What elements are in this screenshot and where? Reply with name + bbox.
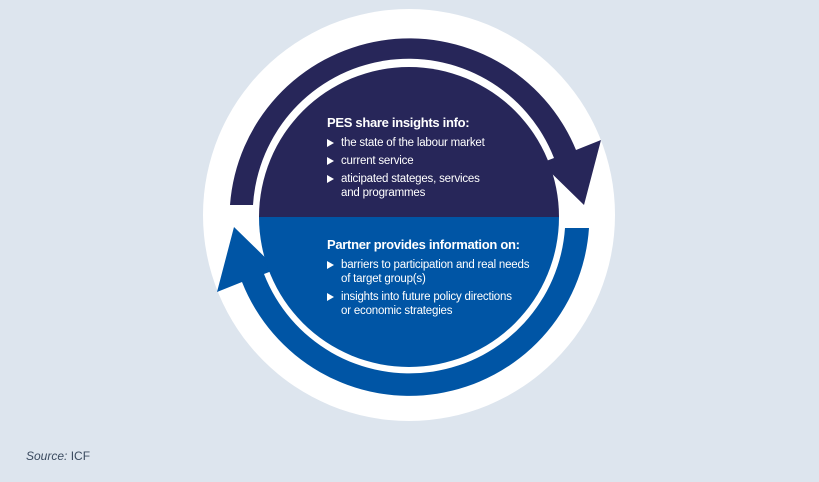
pes-bullet-text: current service — [341, 155, 414, 167]
pes-panel-title: PES share insights info: — [327, 115, 470, 130]
pes-bullet-item: current service — [327, 154, 547, 168]
source-note: Source: ICF — [26, 449, 90, 463]
pes-bullet-item: aticipated stateges, services and progra… — [327, 172, 547, 200]
pes-insights-panel: PES share insights info: the state of th… — [327, 115, 547, 204]
source-label: Source: — [26, 449, 68, 463]
triangle-bullet-icon — [327, 139, 334, 147]
blue-cycle-arrow — [217, 227, 589, 396]
triangle-bullet-icon — [327, 293, 334, 301]
top-half-disc — [259, 67, 559, 217]
pes-bullet-text: aticipated stateges, services and progra… — [341, 173, 480, 199]
partner-information-panel: Partner provides information on: barrier… — [327, 237, 567, 322]
partner-bullet-text: insights into future policy directions o… — [341, 291, 512, 317]
pes-bullet-text: the state of the labour market — [341, 137, 485, 149]
bottom-half-disc — [259, 217, 559, 367]
triangle-bullet-icon — [327, 261, 334, 269]
partner-panel-title: Partner provides information on: — [327, 237, 520, 252]
pes-bullet-list: the state of the labour market current s… — [327, 136, 547, 200]
navy-cycle-arrow — [230, 38, 601, 205]
triangle-bullet-icon — [327, 175, 334, 183]
partner-bullet-text: barriers to participation and real needs… — [341, 259, 530, 285]
partner-bullet-item: insights into future policy directions o… — [327, 290, 567, 318]
source-value: ICF — [70, 449, 91, 463]
partner-bullet-item: barriers to participation and real needs… — [327, 258, 567, 286]
triangle-bullet-icon — [327, 157, 334, 165]
pes-bullet-item: the state of the labour market — [327, 136, 547, 150]
partner-bullet-list: barriers to participation and real needs… — [327, 258, 567, 318]
